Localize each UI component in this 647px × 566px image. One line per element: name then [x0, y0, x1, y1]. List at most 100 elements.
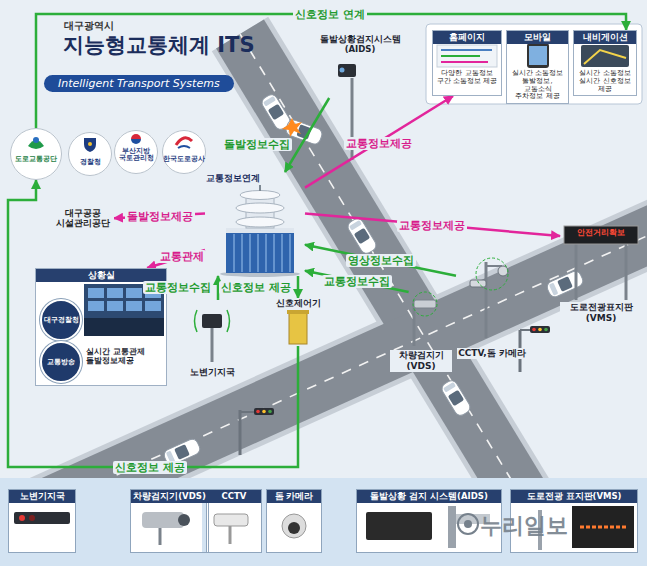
control-room-photo: [145, 301, 161, 311]
node-label: 차량검지기(VDS): [131, 490, 208, 503]
traffic-signal: [544, 328, 548, 332]
edge-label: 돌발정보제공: [125, 210, 195, 223]
equipment-photo: [8, 489, 76, 553]
agency-circle: 경찰청: [68, 132, 112, 176]
edge-label: 교통관제: [158, 250, 206, 263]
control-room-photo: [88, 288, 104, 298]
node-body-text: 다양한 교통정보 구간 소통정보 제공: [433, 70, 501, 88]
equipment-photo: [580, 526, 626, 529]
flow-arrow: [297, 276, 300, 298]
agency-logo: [176, 138, 192, 145]
node-label: 대구경찰청: [44, 316, 79, 325]
node-body-text: 실시간 소통정보 실시간 신호정보 제공: [574, 70, 636, 95]
field-device: 신호제어기: [273, 298, 323, 346]
service-panel-bg: [426, 24, 642, 104]
service-screenshot: [529, 46, 547, 65]
node-label: CCTV,돔 카메라: [457, 348, 527, 359]
equipment-photo: [206, 489, 262, 553]
agency-circle: 도로교통공단: [10, 128, 62, 180]
equipment-photo: [229, 526, 232, 544]
service-screenshot: [584, 50, 626, 64]
vms-sign: [564, 226, 638, 300]
traffic-signal: [254, 408, 274, 415]
traffic-signal: [538, 328, 542, 332]
crash-burst: [282, 118, 302, 137]
traffic-signal: [239, 410, 242, 455]
traffic-signal: [532, 328, 536, 332]
signal-controller: [289, 313, 307, 344]
agency-logo: [131, 134, 141, 139]
service-panel: 홈페이지다양한 교통정보 구간 소통정보 제공: [432, 30, 502, 96]
control-room-photo: [126, 288, 142, 298]
node-label: 내비게이션: [574, 31, 636, 44]
node-label: 노변기지국: [9, 490, 75, 503]
control-room-photo: [88, 301, 104, 311]
watermark: 누리일보: [480, 511, 568, 541]
field-device: CCTV,돔 카메라: [456, 255, 528, 359]
equipment-panel: 차량검지기(VDS): [130, 489, 209, 553]
field-device: 차량검지기 (VDS): [390, 292, 452, 372]
roadside-unit: [195, 310, 230, 332]
node-label: 홈페이지: [433, 31, 501, 44]
edge-label: 신호정보 제공: [219, 281, 293, 294]
cctv-camera: [470, 258, 508, 338]
its-center-building: [226, 228, 294, 233]
traffic-signal: [262, 410, 266, 414]
node-label: 모바일: [507, 31, 568, 44]
service-screenshot: [441, 55, 480, 57]
road: [30, 212, 647, 514]
equipment-photo: [19, 515, 25, 521]
agency-logo: [84, 138, 96, 152]
traffic-signal: [256, 410, 260, 414]
edge-label: 교통정보제공: [344, 137, 414, 150]
watermark-logo: [458, 514, 478, 534]
agency-circle-bg: [162, 130, 206, 174]
watermark-logo: [464, 520, 472, 528]
traffic-signal: [530, 326, 550, 333]
node-label: 한국도로공사: [163, 156, 205, 163]
system-name-pill: Intelligent Transport Systems: [44, 75, 234, 92]
service-screenshot: [437, 43, 629, 68]
its-center-building: [240, 191, 280, 200]
signal-controller: [287, 310, 309, 314]
its-center-building: [234, 234, 290, 272]
node-label: 차량검지기 (VDS): [390, 350, 452, 372]
equipment-photo: [29, 515, 35, 521]
crash-burst: [282, 118, 302, 137]
agency-circle-bg: [68, 132, 112, 176]
roadside-unit: [195, 310, 230, 362]
service-screenshot: [527, 43, 549, 68]
subtitle: 대구광역시: [64, 19, 114, 33]
bottom-band: [0, 478, 647, 566]
watermark-logo: [458, 514, 478, 534]
equipment-photo: [14, 512, 70, 524]
node-label: 교통정보연계: [205, 172, 261, 185]
flow-arrow: [305, 214, 560, 236]
field-device: 노변기지국: [184, 300, 240, 378]
car: [346, 216, 378, 255]
control-room-photo: [84, 318, 164, 336]
node-label: 도로전광 표지판(VMS): [511, 490, 637, 503]
flow-arrow: [285, 98, 329, 172]
agency-circle: 한국도로공사: [162, 130, 206, 174]
edge-label: 신호정보 연계: [293, 8, 367, 21]
equipment-photo: [448, 506, 456, 548]
service-screenshot: [437, 45, 497, 67]
signal-controller: [287, 310, 309, 344]
its-center-building: [226, 232, 294, 273]
node-label: 교통방송: [47, 358, 75, 367]
cctv-camera: [498, 266, 508, 276]
edge-label: 돌발정보수집: [222, 138, 292, 151]
agency-logo: [131, 139, 141, 144]
service-panel-bg: [426, 24, 642, 104]
bottom-band: [0, 478, 647, 566]
equipment-photo: [8, 489, 638, 553]
service-screenshot: [581, 45, 629, 67]
node-label: 부산지방 국토관리청: [115, 148, 157, 163]
car: [545, 269, 584, 298]
its-center-building: [236, 203, 284, 213]
node-label: 안전거리확보: [575, 227, 627, 239]
node-label: 신호제어기: [275, 298, 322, 309]
edge-label: 교통정보수집: [143, 281, 213, 294]
